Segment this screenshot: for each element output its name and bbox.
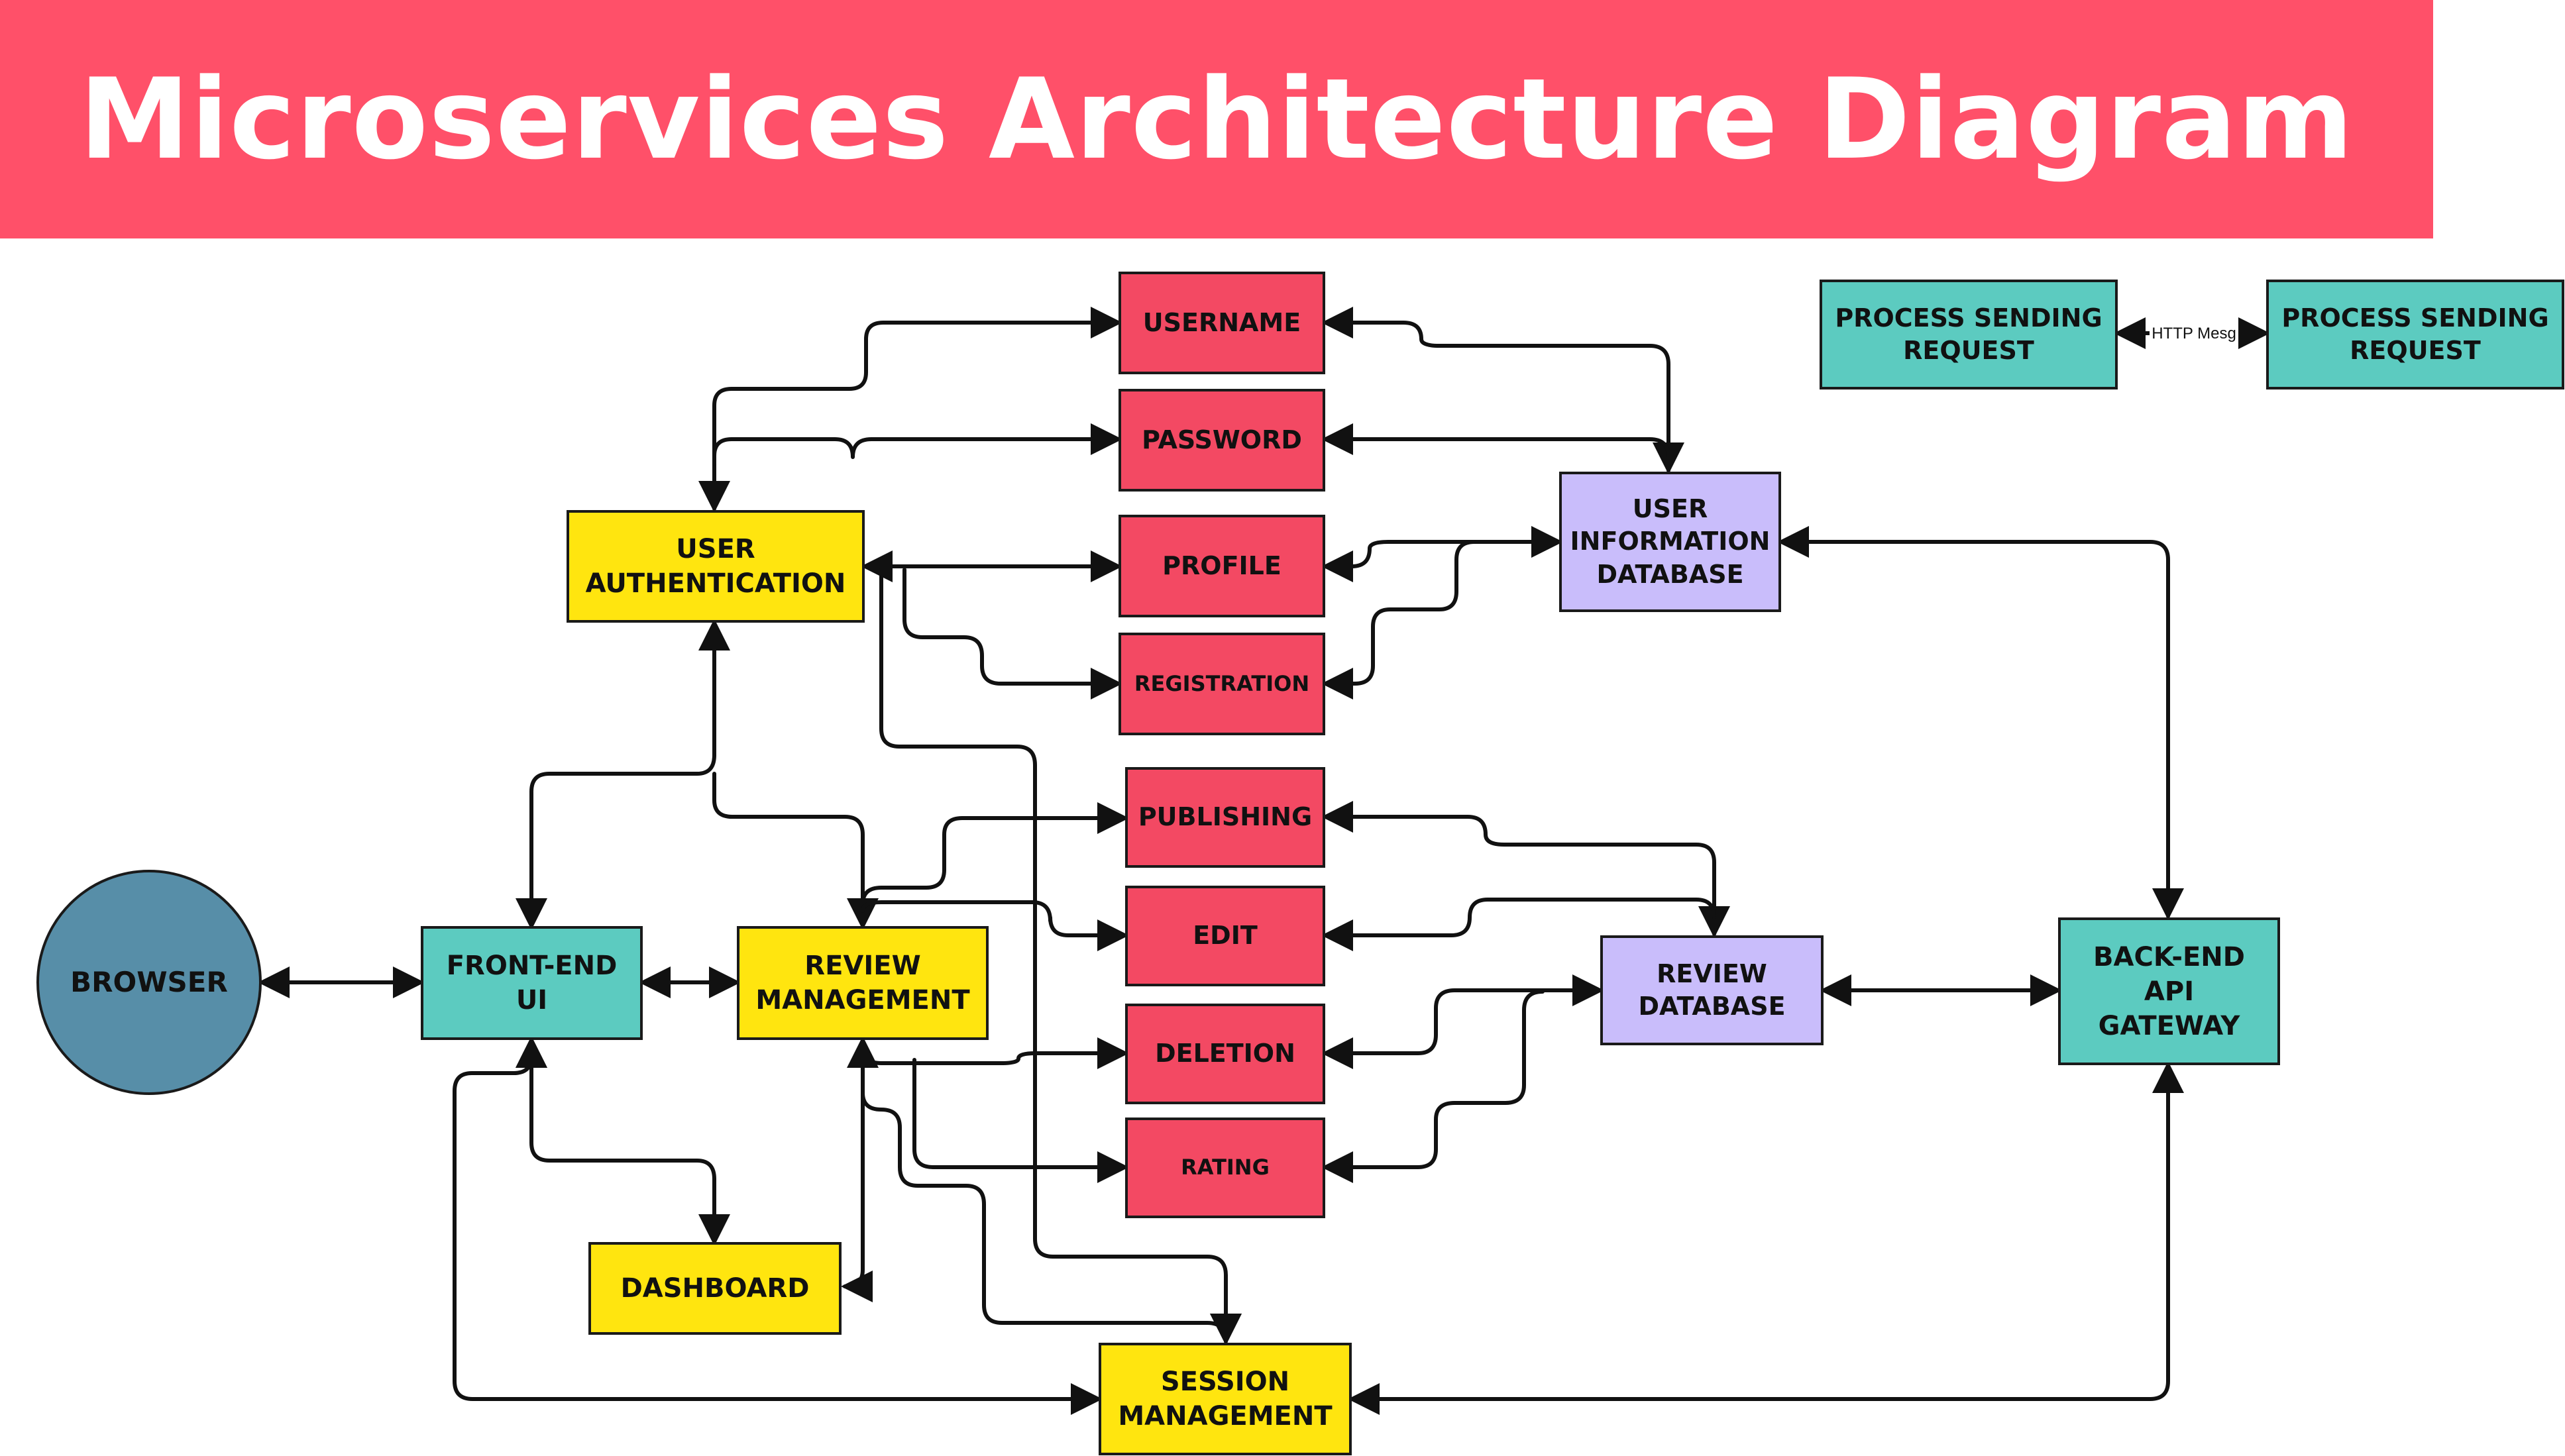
edge-profile-userdb xyxy=(1321,526,1563,582)
profile-label: PROFILE xyxy=(1162,550,1282,580)
legend-http-label: HTTP Mesg xyxy=(2150,325,2238,343)
backend-api-gateway-label: BACK-END API GATEWAY xyxy=(2093,941,2245,1041)
edge-auth-session xyxy=(879,568,1242,1345)
password-node: PASSWORD xyxy=(1119,389,1325,492)
registration-label: REGISTRATION xyxy=(1134,670,1310,696)
backend-api-gateway-node: BACK-END API GATEWAY xyxy=(2058,917,2280,1065)
review-database-label: REVIEW DATABASE xyxy=(1638,959,1786,1021)
legend-process-right-label: PROCESS SENDING REQUEST xyxy=(2281,303,2549,365)
edge-frontend-dashboard xyxy=(516,1036,730,1246)
edge-auth-review xyxy=(712,772,879,930)
edge-username-userdb xyxy=(1321,307,1684,474)
edge-review-edit xyxy=(861,900,1129,951)
edge-registration-userdb xyxy=(1321,540,1476,700)
edge-review-deletion xyxy=(861,1037,1129,1069)
edge-publishing-reviewdb xyxy=(1321,801,1730,938)
edge-review-rating xyxy=(912,1058,1129,1183)
edit-label: EDIT xyxy=(1193,921,1258,951)
edge-password-userdb xyxy=(1321,423,1670,472)
publishing-label: PUBLISHING xyxy=(1138,802,1313,832)
rating-label: RATING xyxy=(1181,1155,1270,1180)
user-information-database-label: USER INFORMATION DATABASE xyxy=(1570,494,1771,589)
frontend-ui-label: FRONT-END UI xyxy=(446,951,618,1015)
session-management-node: SESSION MANAGEMENT xyxy=(1099,1343,1352,1455)
rating-node: RATING xyxy=(1125,1118,1325,1218)
edge-userdb-gateway xyxy=(1777,526,2184,920)
review-database-node: REVIEW DATABASE xyxy=(1600,935,1824,1045)
password-label: PASSWORD xyxy=(1142,425,1302,454)
review-management-label: REVIEW MANAGEMENT xyxy=(755,951,970,1015)
edge-auth-password xyxy=(712,423,1122,466)
profile-node: PROFILE xyxy=(1119,515,1325,617)
title-banner: Microservices Architecture Diagram xyxy=(0,0,2433,238)
legend-process-right: PROCESS SENDING REQUEST xyxy=(2266,280,2564,390)
edit-node: EDIT xyxy=(1125,886,1325,986)
publishing-node: PUBLISHING xyxy=(1125,767,1325,868)
frontend-ui-node: FRONT-END UI xyxy=(421,926,643,1040)
deletion-node: DELETION xyxy=(1125,1004,1325,1104)
edge-review-publishing xyxy=(861,802,1129,928)
user-information-database-node: USER INFORMATION DATABASE xyxy=(1559,472,1781,612)
username-label: USERNAME xyxy=(1142,307,1301,337)
browser-node: BROWSER xyxy=(36,870,262,1095)
edge-auth-registration xyxy=(902,568,1122,700)
browser-label: BROWSER xyxy=(70,965,228,998)
edge-auth-username xyxy=(698,307,1122,513)
deletion-label: DELETION xyxy=(1155,1039,1295,1068)
edge-edit-reviewdb xyxy=(1321,898,1716,951)
username-node: USERNAME xyxy=(1119,272,1325,374)
user-authentication-node: USER AUTHENTICATION xyxy=(567,510,865,623)
edge-deletion-reviewdb xyxy=(1321,974,1604,1069)
page-title: Microservices Architecture Diagram xyxy=(79,54,2354,184)
legend-process-left-label: PROCESS SENDING REQUEST xyxy=(1835,303,2102,365)
edge-review-dashboard xyxy=(841,1036,879,1302)
registration-node: REGISTRATION xyxy=(1119,633,1325,735)
dashboard-node: DASHBOARD xyxy=(588,1242,842,1335)
legend-process-left: PROCESS SENDING REQUEST xyxy=(1820,280,2118,390)
review-management-node: REVIEW MANAGEMENT xyxy=(737,926,989,1040)
session-management-label: SESSION MANAGEMENT xyxy=(1118,1367,1333,1431)
dashboard-label: DASHBOARD xyxy=(620,1273,810,1304)
edge-frontend-session xyxy=(453,1036,1103,1415)
user-authentication-label: USER AUTHENTICATION xyxy=(585,534,846,599)
edge-frontend-auth xyxy=(516,619,730,930)
edge-session-gateway xyxy=(1348,1061,2184,1415)
